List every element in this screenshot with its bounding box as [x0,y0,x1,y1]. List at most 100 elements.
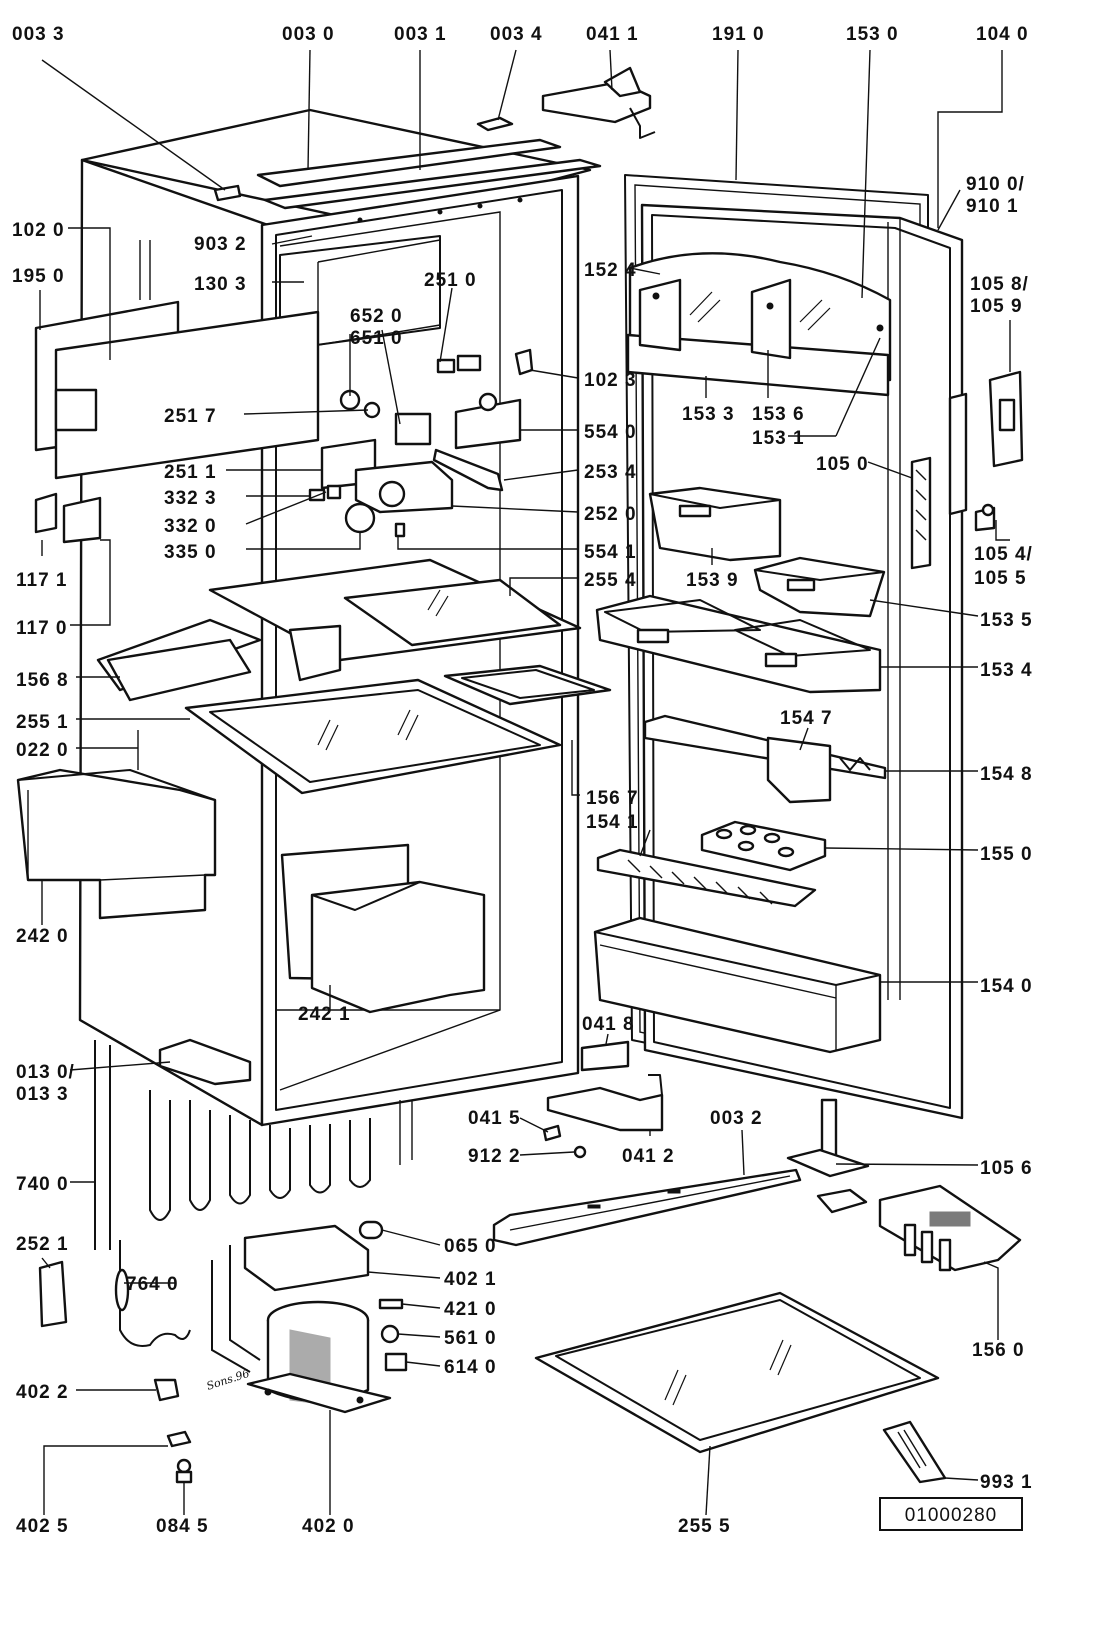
plinth-bar [492,1168,802,1247]
callout-764-0: 764 0 [126,1274,179,1295]
callout-242-0: 242 0 [16,926,69,947]
callout-022-0: 022 0 [16,740,69,761]
callout-252-0: 252 0 [584,504,637,525]
bottom-bracket [158,1038,252,1086]
callout-153-5: 153 5 [980,610,1033,631]
evaporator-door-assembly [34,240,320,480]
ice-tray [878,1184,1022,1272]
callout-003-2: 003 2 [710,1108,763,1129]
right-hinge-parts [948,370,1024,532]
callout-191-0: 191 0 [712,24,765,45]
callout-041-8: 041 8 [582,1014,635,1035]
ice-scraper [882,1420,947,1484]
leader-lines [39,49,1011,1516]
callout-153-6: 153 6 [752,404,805,425]
callout-041-1: 041 1 [586,24,639,45]
door-dairy-compartment [626,252,892,397]
callout-130-3: 130 3 [194,274,247,295]
callout-084-5: 084 5 [156,1516,209,1537]
callout-065-0: 065 0 [444,1236,497,1257]
diagram-id-box: 01000280 [879,1497,1023,1531]
callout-153-1: 153 1 [752,428,805,449]
callout-421-0: 421 0 [444,1299,497,1320]
callout-013-0: 013 0/ [16,1062,75,1083]
callout-402-0: 402 0 [302,1516,355,1537]
callout-156-8: 156 8 [16,670,69,691]
callout-614-0: 614 0 [444,1357,497,1378]
callout-154-0: 154 0 [980,976,1033,997]
callout-102-0: 102 0 [12,220,65,241]
callout-251-0: 251 0 [424,270,477,291]
callout-251-7: 251 7 [164,406,217,427]
callout-153-4: 153 4 [980,660,1033,681]
door-boxes [648,486,886,618]
callout-117-0: 117 0 [16,618,68,639]
callout-335-0: 335 0 [164,542,217,563]
callout-154-1: 154 1 [586,812,639,833]
callout-402-1: 402 1 [444,1269,497,1290]
door-rail-eggholder [643,714,887,872]
callout-105-4: 105 4/ [974,544,1033,565]
callout-153-3: 153 3 [682,404,735,425]
callout-652-0: 652 0 [350,306,403,327]
left-small-parts [34,492,102,544]
callout-651-0: 651 0 [350,328,403,349]
callout-041-2: 041 2 [622,1146,675,1167]
callout-102-3: 102 3 [584,370,637,391]
callout-013-3: 013 3 [16,1084,69,1105]
compressor-assembly: Sons.96 [38,1220,408,1484]
callout-117-1: 117 1 [16,570,68,591]
callout-195-0: 195 0 [12,266,65,287]
callout-105-5: 105 5 [974,568,1027,589]
callout-155-0: 155 0 [980,844,1033,865]
upper-shelf-group [96,558,612,706]
callout-255-5: 255 5 [678,1516,731,1537]
callout-910-1: 910 1 [966,196,1019,217]
callout-003-3: 003 3 [12,24,65,45]
callout-105-0: 105 0 [816,454,869,475]
callout-740-0: 740 0 [16,1174,69,1195]
callout-105-6: 105 6 [980,1158,1033,1179]
callout-156-7: 156 7 [586,788,639,809]
callout-251-1: 251 1 [164,462,217,483]
callout-154-8: 154 8 [980,764,1033,785]
bottom-hinge [542,1040,664,1159]
callout-255-4: 255 4 [584,570,637,591]
callout-003-0: 003 0 [282,24,335,45]
callout-003-4: 003 4 [490,24,543,45]
top-rails [213,116,602,210]
glass-shelf-bottom [534,1291,940,1454]
callout-252-1: 252 1 [16,1234,69,1255]
callout-156-0: 156 0 [972,1340,1025,1361]
callout-332-0: 332 0 [164,516,217,537]
callout-554-0: 554 0 [584,422,637,443]
callout-402-2: 402 2 [16,1382,69,1403]
callout-912-2: 912 2 [468,1146,521,1167]
callout-152-4: 152 4 [584,260,637,281]
callout-105-8: 105 8/ [970,274,1029,295]
callout-332-3: 332 3 [164,488,217,509]
adjustable-foot [786,1098,870,1214]
callout-104-0: 104 0 [976,24,1029,45]
callout-561-0: 561 0 [444,1328,497,1349]
callout-153-9: 153 9 [686,570,739,591]
callout-105-9: 105 9 [970,296,1023,317]
glass-shelf-mid [137,678,562,795]
condenser-coil [94,1040,413,1250]
callout-255-1: 255 1 [16,712,69,733]
callout-003-1: 003 1 [394,24,447,45]
callout-993-1: 993 1 [980,1472,1033,1493]
callout-242-1: 242 1 [298,1004,351,1025]
callout-253-4: 253 4 [584,462,637,483]
crisper-drawer-left [16,768,217,920]
door-bottle-bin [593,916,882,1054]
diagram-id: 01000280 [905,1505,998,1526]
callout-554-1: 554 1 [584,542,637,563]
callout-402-5: 402 5 [16,1516,69,1537]
callout-041-5: 041 5 [468,1108,521,1129]
handwritten-note: Sons.96 [205,1367,251,1393]
crisper-drawer-right [280,843,486,1014]
door-shelf-bar [596,848,817,908]
